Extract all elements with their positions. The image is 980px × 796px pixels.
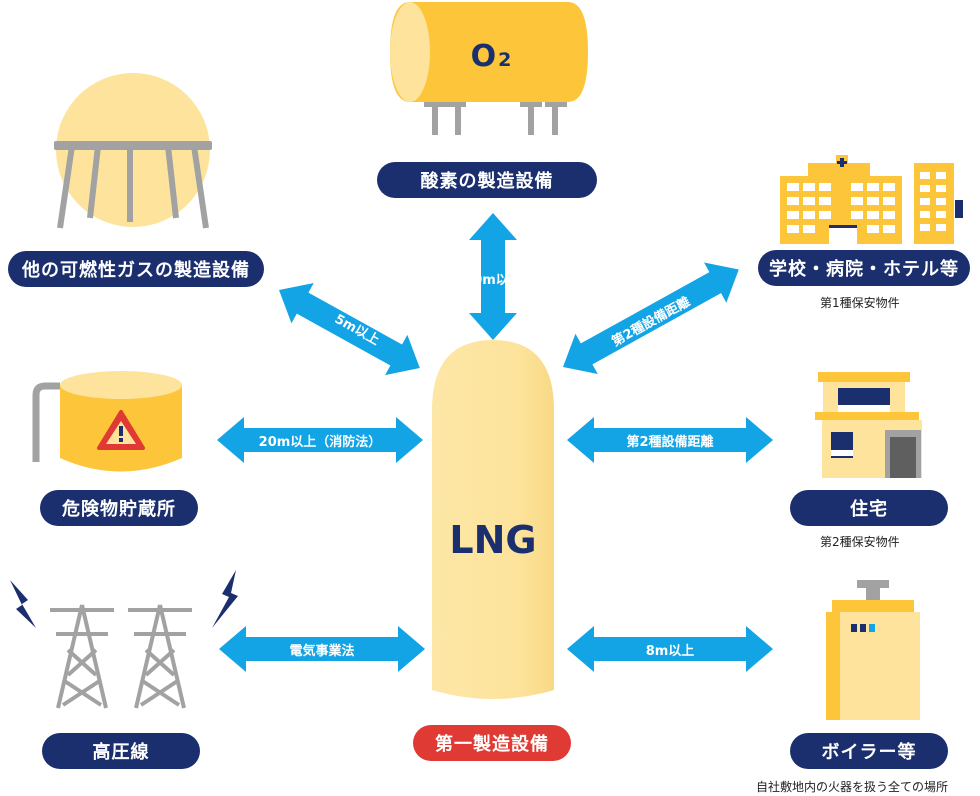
label-boiler: ボイラー等 <box>790 733 948 769</box>
distance-label-boiler: 8m以上 <box>645 643 695 659</box>
arrow-school <box>563 262 739 375</box>
o2-letter: O <box>471 39 497 74</box>
arrow-power <box>219 626 425 672</box>
label-power-line: 高圧線 <box>42 733 200 769</box>
distance-label-oxygen: 10m以上 <box>464 272 522 288</box>
arrow-up-down <box>469 213 517 340</box>
label-first-production-facility: 第一製造設備 <box>413 725 571 761</box>
note-fire-handling-places: 自社敷地内の火器を扱う全ての場所 <box>756 780 949 794</box>
house-icon <box>815 372 922 478</box>
note-class2-protected: 第2種保安物件 <box>820 535 900 549</box>
label-hazard-storage: 危険物貯蔵所 <box>40 490 198 526</box>
label-oxygen-facility: 酸素の製造設備 <box>377 162 597 198</box>
label-flammable-gas-facility: 他の可燃性ガスの製造設備 <box>8 251 264 287</box>
warning-icon <box>97 410 145 450</box>
note-class1-protected: 第1種保安物件 <box>820 296 900 310</box>
distance-label-house: 第2種設備距離 <box>626 434 714 450</box>
lng-label: LNG <box>449 518 536 562</box>
lightning-icon <box>212 570 238 628</box>
school-hospital-building-icon <box>780 155 963 244</box>
arrow-boiler <box>567 626 773 672</box>
power-tower-icon <box>50 604 192 709</box>
arrow-house <box>567 417 773 463</box>
lng-tank: LNG <box>432 340 554 699</box>
spherical-gas-tank-icon <box>54 73 212 229</box>
lightning-icon <box>10 580 36 628</box>
label-school-hospital: 学校・病院・ホテル等 <box>758 250 970 286</box>
o2-subscript: 2 <box>498 49 511 71</box>
distance-arrows <box>217 213 773 672</box>
boiler-icon <box>826 580 920 720</box>
distance-label-power: 電気事業法 <box>289 643 355 659</box>
distance-label-hazard: 20m以上（消防法） <box>258 434 382 450</box>
arrow-hazard <box>217 417 423 463</box>
label-house: 住宅 <box>790 490 948 526</box>
arrow-flammable <box>279 282 420 376</box>
hazard-storage-tank-icon <box>32 371 182 472</box>
